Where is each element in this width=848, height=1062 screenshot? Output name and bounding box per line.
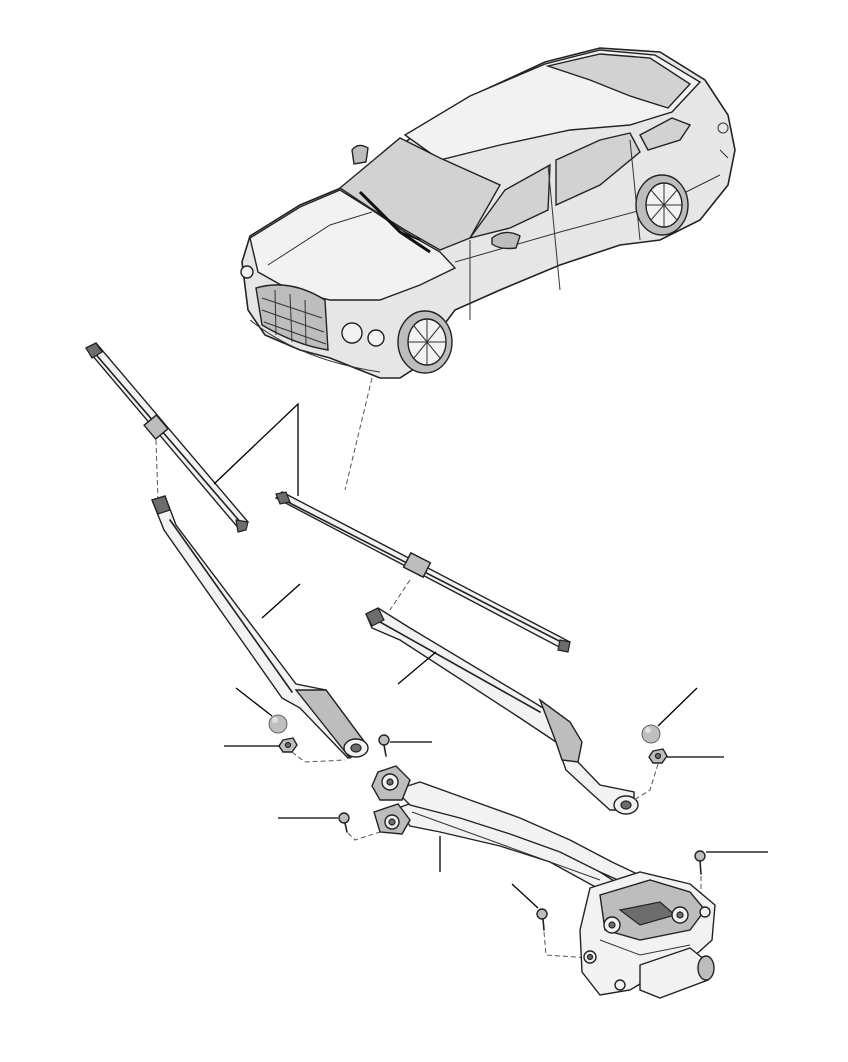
bolt-icon-lower	[536, 908, 548, 931]
motor-icon	[579, 871, 716, 999]
arm-nut-icon-left	[278, 737, 298, 753]
arm-nut-icon-right	[648, 748, 668, 764]
car-icon	[240, 47, 736, 379]
linkage-icon	[371, 765, 651, 901]
arm-cap-icon-left	[268, 714, 288, 734]
wiper-blade-driver-icon	[84, 342, 249, 533]
wiper-arm-driver-icon	[151, 495, 369, 760]
bolt-icon-upper	[378, 734, 390, 757]
leader-lines	[213, 402, 768, 909]
bolt-icon-left	[338, 812, 350, 833]
wiper-arm-passenger-icon	[365, 607, 639, 815]
bolt-icon-right	[694, 850, 706, 875]
wiper-blade-passenger-icon	[274, 491, 571, 653]
arm-cap-icon-right	[641, 724, 661, 744]
